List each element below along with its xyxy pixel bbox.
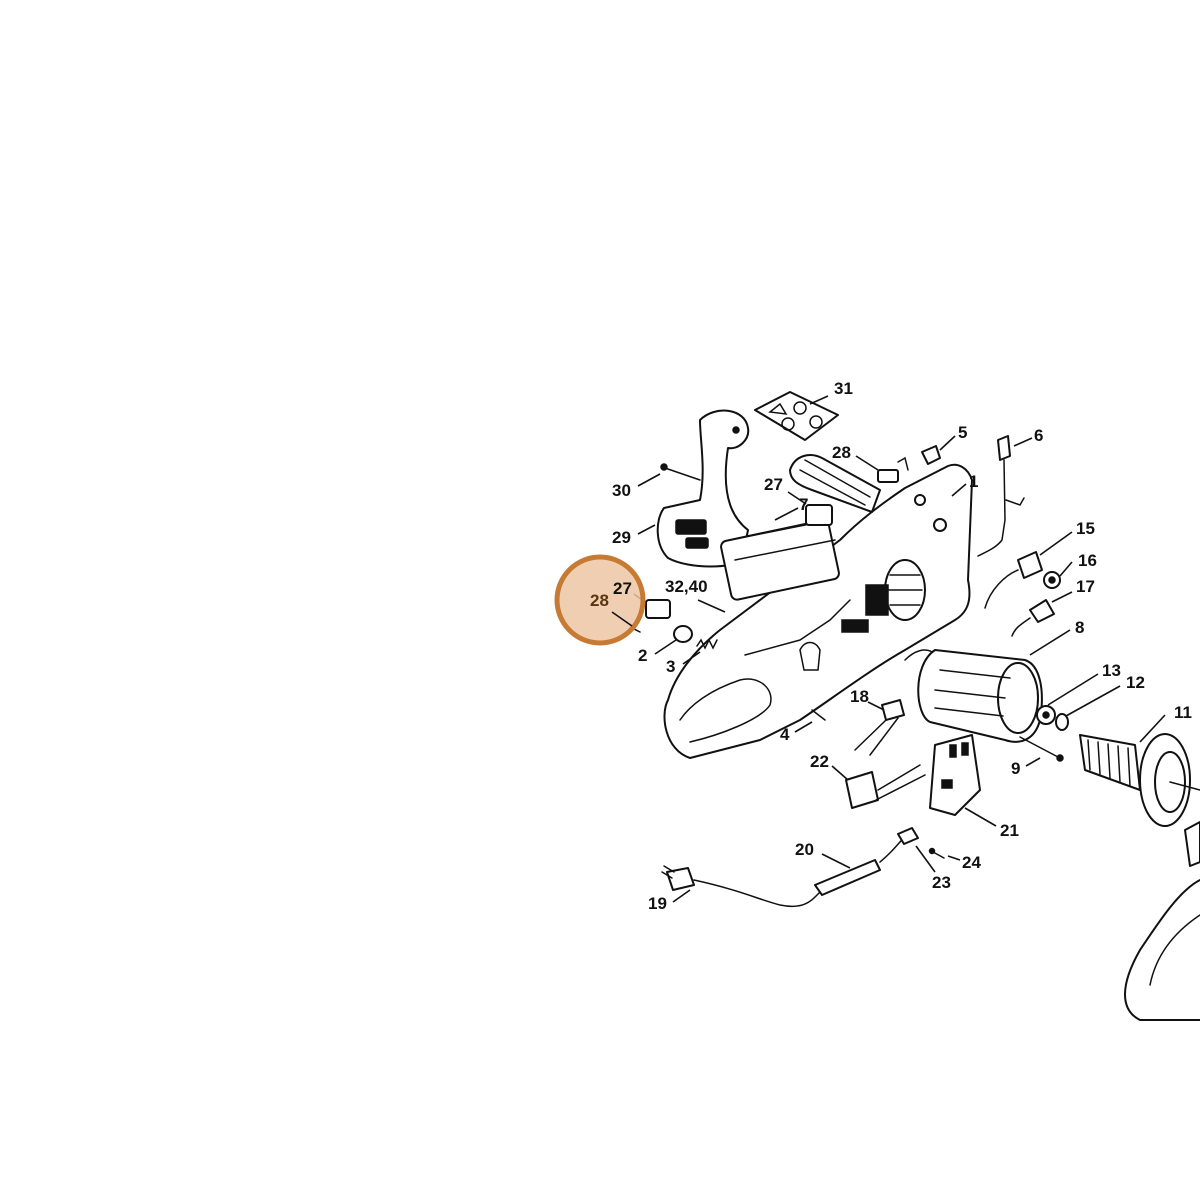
switch-part bbox=[805, 456, 909, 526]
label-4: 4 bbox=[780, 725, 790, 744]
highlight-circle[interactable] bbox=[554, 554, 646, 646]
label-20: 20 bbox=[795, 840, 814, 859]
armature-part bbox=[1079, 733, 1200, 827]
label-1: 1 bbox=[969, 472, 978, 491]
label-21: 21 bbox=[1000, 821, 1019, 840]
label-6: 6 bbox=[1034, 426, 1043, 445]
label-16: 16 bbox=[1078, 551, 1097, 570]
stator-part bbox=[904, 649, 1043, 743]
label-23: 23 bbox=[932, 873, 951, 892]
motor-housing-part bbox=[663, 463, 973, 759]
label-19: 19 bbox=[648, 894, 667, 913]
label-2: 2 bbox=[638, 646, 647, 665]
label-22: 22 bbox=[810, 752, 829, 771]
label-28: 28 bbox=[832, 443, 851, 462]
label-27: 27 bbox=[764, 475, 783, 494]
power-cable-part bbox=[661, 831, 911, 907]
bearing-part bbox=[1036, 705, 1069, 731]
cap-part bbox=[921, 445, 941, 465]
handle-guard-part bbox=[656, 409, 750, 568]
suppressor-part bbox=[845, 699, 926, 809]
label-12: 12 bbox=[1126, 673, 1145, 692]
label-24: 24 bbox=[962, 853, 981, 872]
cable-clamp-part bbox=[897, 827, 945, 859]
label-32-40: 32,40 bbox=[665, 577, 708, 596]
label-13: 13 bbox=[1102, 661, 1121, 680]
switch-assembly-part bbox=[929, 734, 981, 816]
highlighted-part-label: 28 bbox=[590, 591, 609, 610]
label-8: 8 bbox=[1075, 618, 1084, 637]
warning-label-part bbox=[754, 391, 839, 441]
brush-holder-part bbox=[984, 551, 1061, 637]
label-29: 29 bbox=[612, 528, 631, 547]
label-30: 30 bbox=[612, 481, 631, 500]
label-9: 9 bbox=[1011, 759, 1020, 778]
label-15: 15 bbox=[1076, 519, 1095, 538]
long-screw-part bbox=[1019, 736, 1064, 762]
label-31: 31 bbox=[834, 379, 853, 398]
label-5: 5 bbox=[958, 423, 967, 442]
part-labels: 31 5 6 28 1 27 7 30 29 15 16 17 32,40 8 … bbox=[612, 379, 1192, 913]
label-3: 3 bbox=[666, 657, 675, 676]
cable-lead-part bbox=[977, 435, 1025, 557]
pin-part bbox=[811, 709, 826, 721]
label-27-highlight: 27 bbox=[613, 579, 632, 598]
guide-bar-part bbox=[1124, 821, 1200, 1021]
bushing-part bbox=[673, 625, 693, 643]
top-handle-part bbox=[789, 454, 881, 513]
label-11: 11 bbox=[1174, 703, 1192, 722]
leader-lines bbox=[633, 395, 1166, 903]
screw-part bbox=[660, 463, 701, 481]
label-17: 17 bbox=[1076, 577, 1095, 596]
highlight-marker[interactable]: 27 28 bbox=[554, 554, 646, 646]
spring-part bbox=[696, 638, 718, 650]
label-7: 7 bbox=[799, 495, 808, 514]
label-18: 18 bbox=[850, 687, 869, 706]
